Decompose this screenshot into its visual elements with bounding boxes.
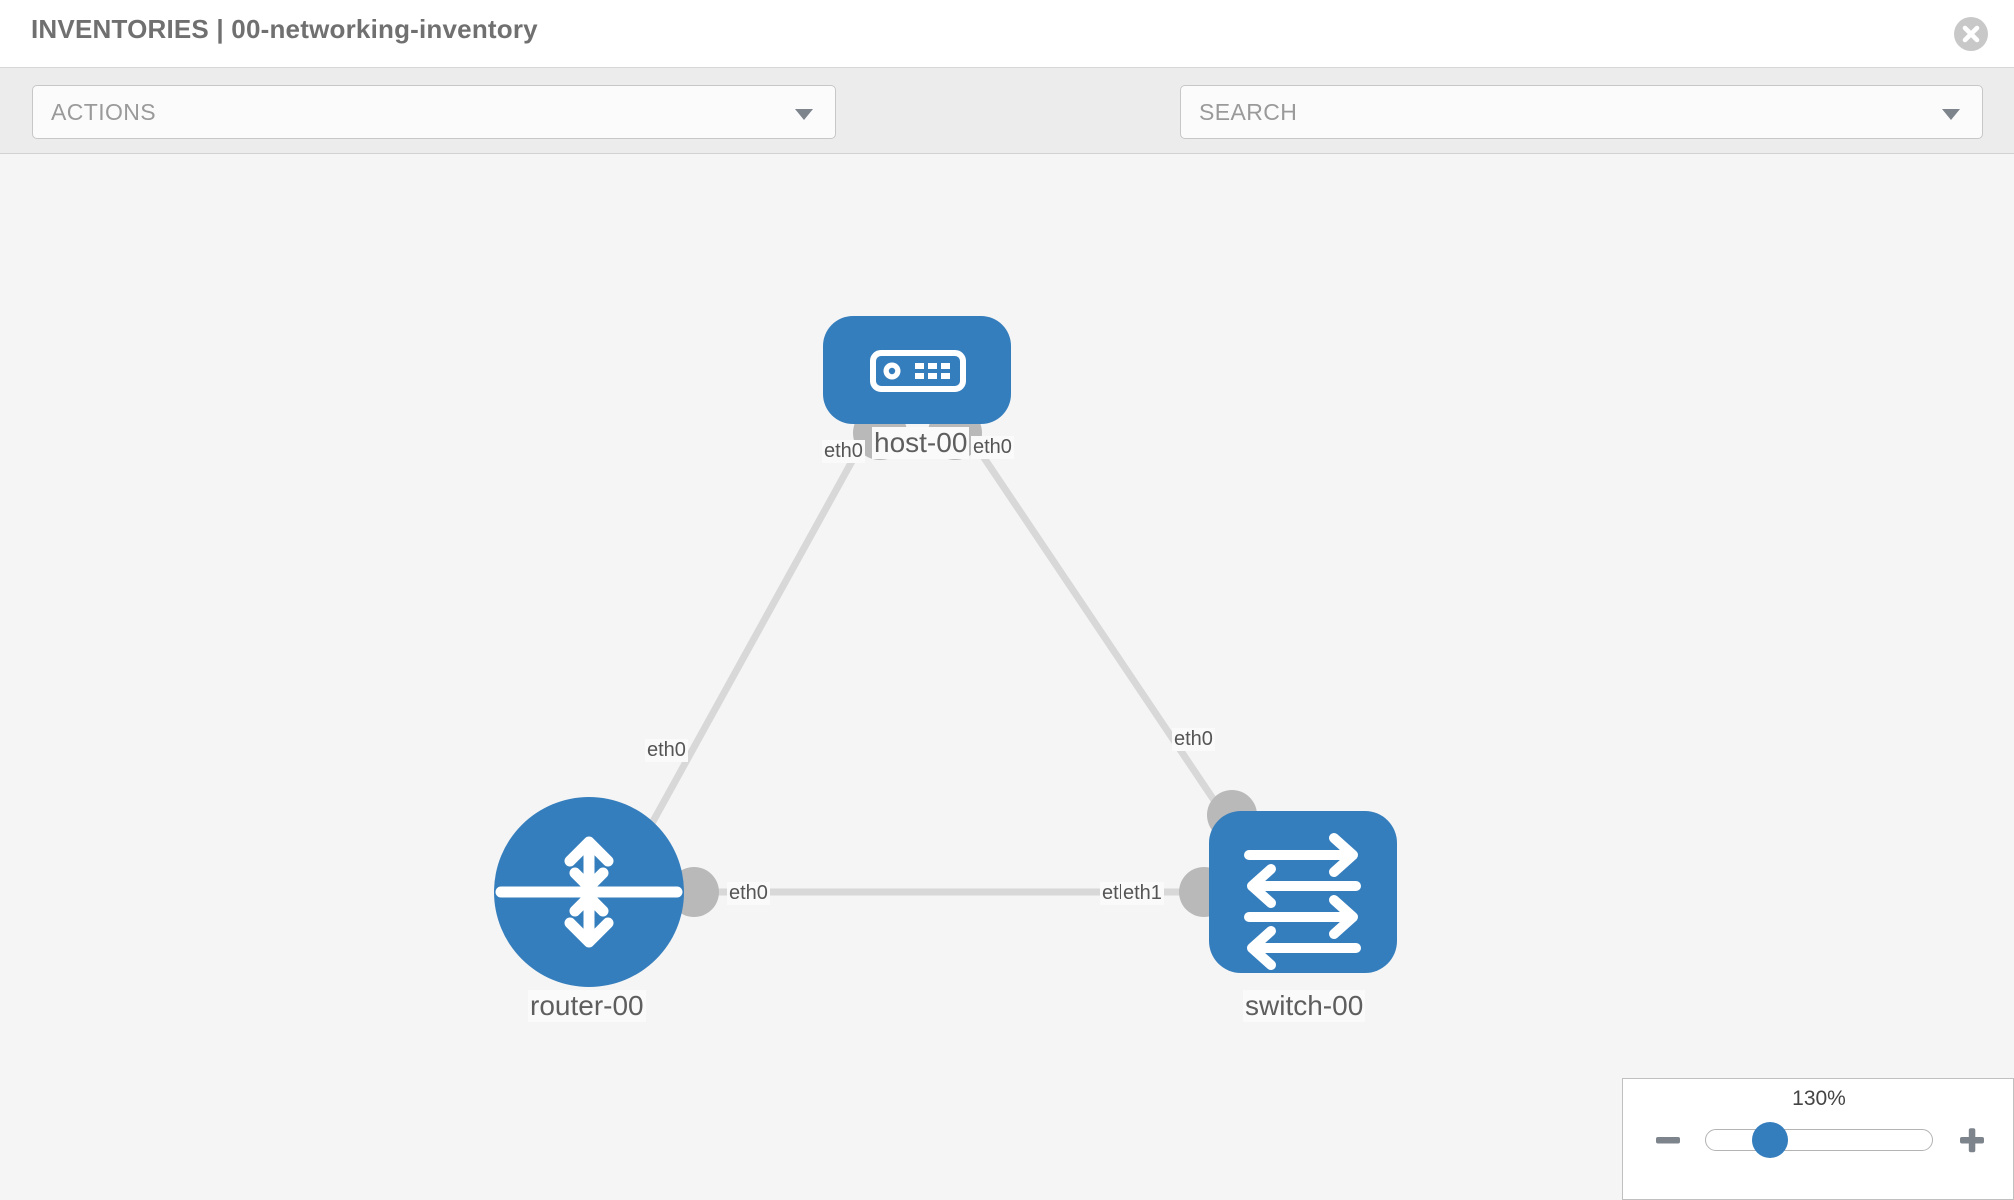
topology-graph	[494, 316, 1397, 987]
zoom-control-panel: 130%	[1622, 1078, 2014, 1200]
iface-label: eth0	[727, 882, 770, 905]
server-icon	[870, 350, 966, 392]
topology-canvas[interactable]: host-00 router-00 switch-00 eth0 eth0 et…	[0, 155, 2014, 1200]
iface-label: eth0	[822, 440, 865, 463]
node-label-router-00: router-00	[528, 990, 646, 1022]
minus-icon[interactable]	[1651, 1123, 1685, 1157]
node-router-00[interactable]	[494, 797, 684, 987]
iface-label: etl	[1100, 882, 1126, 905]
toolbar: ACTIONS SEARCH	[0, 68, 2014, 197]
iface-label: eth0	[1172, 728, 1215, 751]
switch-arrows-icon	[1244, 833, 1361, 970]
search-placeholder: SEARCH	[1199, 99, 1298, 125]
zoom-slider-thumb[interactable]	[1752, 1122, 1788, 1158]
node-label-switch-00: switch-00	[1243, 990, 1366, 1022]
chevron-down-icon	[795, 109, 813, 120]
link-host-switch	[959, 423, 1235, 829]
node-label-host-00: host-00	[872, 427, 970, 459]
page-title: INVENTORIES | 00-networking-inventory	[31, 14, 538, 44]
page-header: INVENTORIES | 00-networking-inventory	[0, 0, 2014, 68]
node-switch-00[interactable]	[1209, 811, 1397, 973]
search-input[interactable]: SEARCH	[1180, 85, 1983, 139]
plus-icon[interactable]	[1955, 1123, 1989, 1157]
iface-label: eth1	[1121, 882, 1164, 905]
iface-label: eth0	[971, 436, 1014, 459]
actions-dropdown-label: ACTIONS	[51, 99, 157, 125]
chevron-down-icon[interactable]	[1942, 109, 1960, 120]
node-host-00[interactable]	[823, 316, 1011, 424]
router-arrows-icon	[495, 836, 683, 948]
actions-dropdown[interactable]: ACTIONS	[32, 85, 836, 139]
zoom-slider-track[interactable]	[1705, 1129, 1933, 1151]
iface-label: eth0	[645, 739, 688, 762]
link-host-router	[636, 423, 876, 847]
close-icon[interactable]	[1954, 17, 1988, 51]
zoom-level-value: 130%	[1792, 1087, 1846, 1110]
